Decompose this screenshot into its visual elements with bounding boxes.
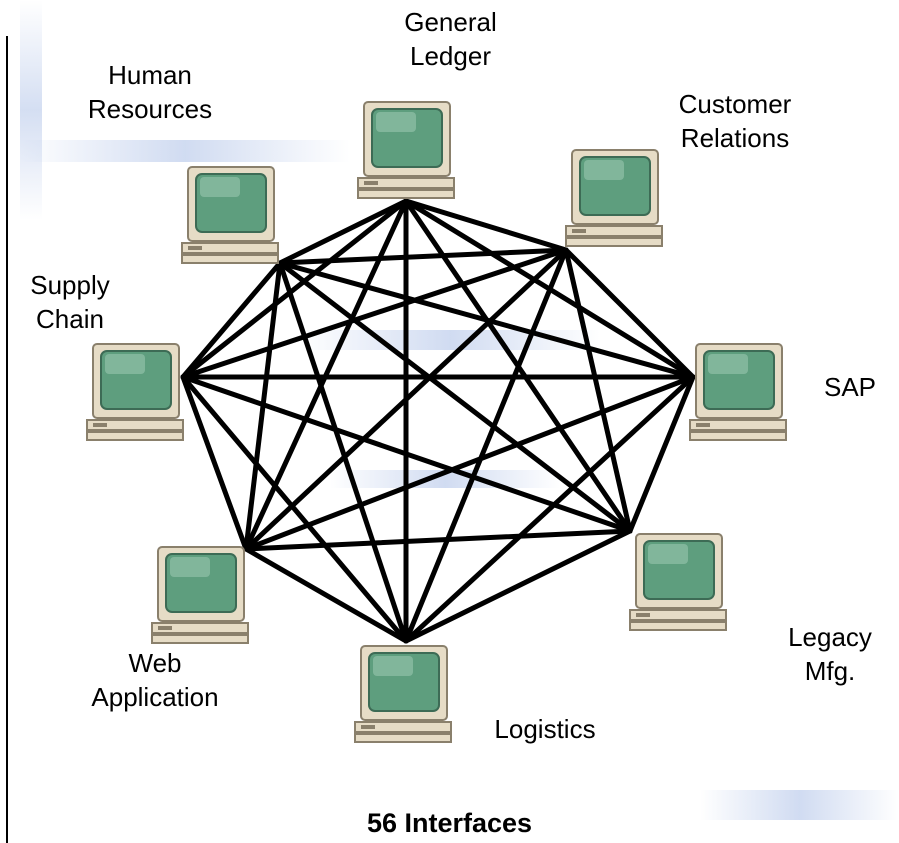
desktop-computer-icon <box>688 342 788 442</box>
label-supply-chain: Supply Chain <box>30 270 110 334</box>
interface-link <box>277 260 409 644</box>
desktop-computer-icon <box>356 100 456 200</box>
slide-left-border <box>6 36 8 843</box>
desktop-computer-icon <box>628 532 728 632</box>
label-customer-relations: Customer Relations <box>678 89 792 153</box>
label-sap: SAP <box>823 372 877 402</box>
label-logistics: Logistics <box>494 714 596 744</box>
interface-link <box>180 374 249 552</box>
interface-link <box>403 374 696 644</box>
desktop-computer-icon <box>85 342 185 442</box>
interface-link <box>403 528 633 644</box>
background-haze <box>330 470 560 488</box>
desktop-computer-icon <box>564 148 664 248</box>
interface-link <box>243 546 409 644</box>
interface-link <box>277 260 633 534</box>
desktop-computer-icon <box>150 545 250 645</box>
interface-link <box>180 247 569 380</box>
label-human-resources: Human Resources <box>87 60 213 124</box>
interface-link <box>403 198 569 253</box>
desktop-computer-icon <box>180 165 280 265</box>
interface-link <box>277 198 409 266</box>
background-haze <box>20 0 42 220</box>
interface-link <box>243 374 696 552</box>
interface-link <box>563 247 696 380</box>
interface-link <box>243 260 283 552</box>
desktop-computer-icon <box>353 644 453 744</box>
label-general-ledger: General Ledger <box>404 7 497 71</box>
interface-link <box>277 247 569 266</box>
interface-link <box>403 247 569 644</box>
interface-link <box>563 247 633 534</box>
background-haze <box>700 790 899 820</box>
label-legacy-mfg: Legacy Mfg. <box>788 622 872 686</box>
interface-link <box>243 247 569 552</box>
interface-link <box>180 374 633 534</box>
interface-link <box>243 528 633 552</box>
background-haze <box>20 140 350 162</box>
interface-link <box>180 374 409 644</box>
diagram-caption: 56 Interfaces <box>366 808 533 838</box>
label-web-application: Web Application <box>91 648 219 712</box>
interface-link <box>180 260 283 380</box>
interface-link <box>180 198 409 380</box>
interface-link <box>627 374 696 534</box>
interface-link <box>277 260 696 380</box>
